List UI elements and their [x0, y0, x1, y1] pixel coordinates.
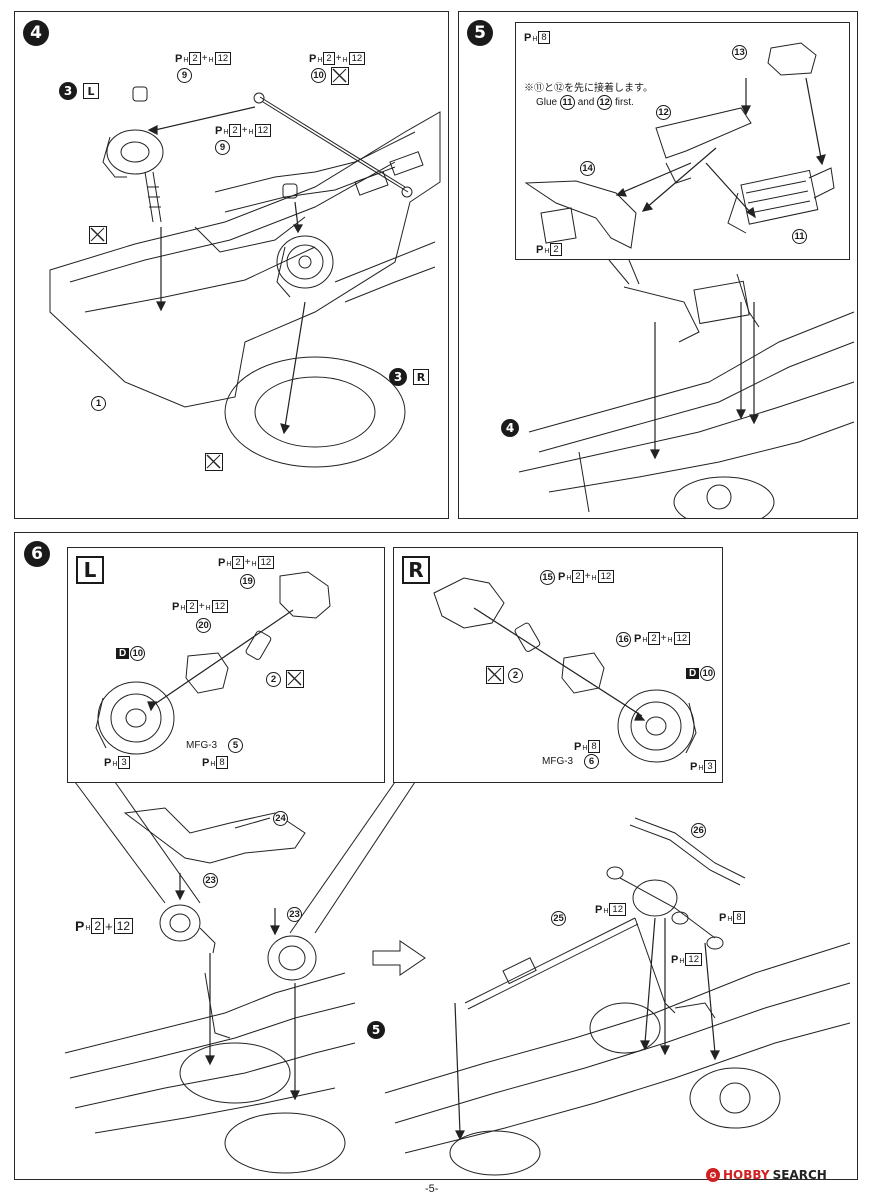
instruction-note-jp: ※⑪と⑫を先に接着します。 — [524, 83, 653, 94]
left-hub-illustration — [95, 571, 331, 755]
part-number: 23 — [287, 907, 302, 922]
part-number: 13 — [732, 45, 747, 60]
part-number: 10 — [311, 68, 326, 83]
hobby-logo-icon: ✪ — [706, 1168, 720, 1182]
no-cement-icon — [331, 67, 349, 85]
part-number: 15 — [540, 570, 555, 585]
step-5-illustration — [518, 259, 855, 518]
part-number: 26 — [691, 823, 706, 838]
mfg-label: MFG-3 — [542, 756, 574, 767]
step-number-badge: 6 — [24, 541, 50, 567]
part-number: 20 — [196, 618, 211, 633]
no-cement-icon — [486, 666, 504, 684]
instruction-note-en: Glue 11 and 12 first. — [536, 95, 634, 110]
step-5-panel: 5 — [458, 11, 858, 519]
part-number: 14 — [580, 161, 595, 176]
subassembly-ref-badge: 3 — [389, 368, 407, 386]
part-number: 24 — [273, 811, 288, 826]
part-number: 12 — [656, 105, 671, 120]
mfg-number: 5 — [228, 738, 243, 753]
watermark: ✪ HOBBY SEARCH — [706, 1168, 827, 1182]
part-number: 23 — [203, 873, 218, 888]
decal-callout: D 10 — [686, 666, 716, 681]
step-5-detail-illustration — [524, 42, 835, 249]
step-ref-badge: 5 — [367, 1021, 385, 1039]
part-number: 19 — [240, 574, 255, 589]
step-number-badge: 4 — [23, 20, 49, 46]
subassembly-ref-badge: 3 — [59, 82, 77, 100]
part-number: 1 — [91, 396, 106, 411]
decal-callout: D 10 — [116, 646, 146, 661]
part-number: 25 — [551, 911, 566, 926]
side-left-box: L — [76, 556, 104, 584]
side-left-box: L — [83, 83, 99, 99]
side-right-box: R — [402, 556, 430, 584]
mfg-label: MFG-3 — [186, 740, 218, 751]
part-number: 16 — [616, 632, 631, 647]
page-number: -5- — [425, 1183, 439, 1195]
step-4-illustration — [49, 86, 441, 468]
step-number-badge: 5 — [467, 20, 493, 46]
no-cement-icon — [286, 670, 304, 688]
step-6-illustration — [64, 781, 851, 1176]
part-number: 11 — [792, 229, 807, 244]
no-cement-icon — [205, 453, 223, 471]
step-ref-badge: 4 — [501, 419, 519, 437]
side-right-box: R — [413, 369, 429, 385]
no-cement-icon — [89, 226, 107, 244]
part-number: 9 — [215, 140, 230, 155]
part-number: 2 — [508, 668, 523, 683]
right-hub-illustration — [433, 577, 697, 763]
part-number: 2 — [266, 672, 281, 687]
mfg-number: 6 — [584, 754, 599, 769]
part-number: 9 — [177, 68, 192, 83]
